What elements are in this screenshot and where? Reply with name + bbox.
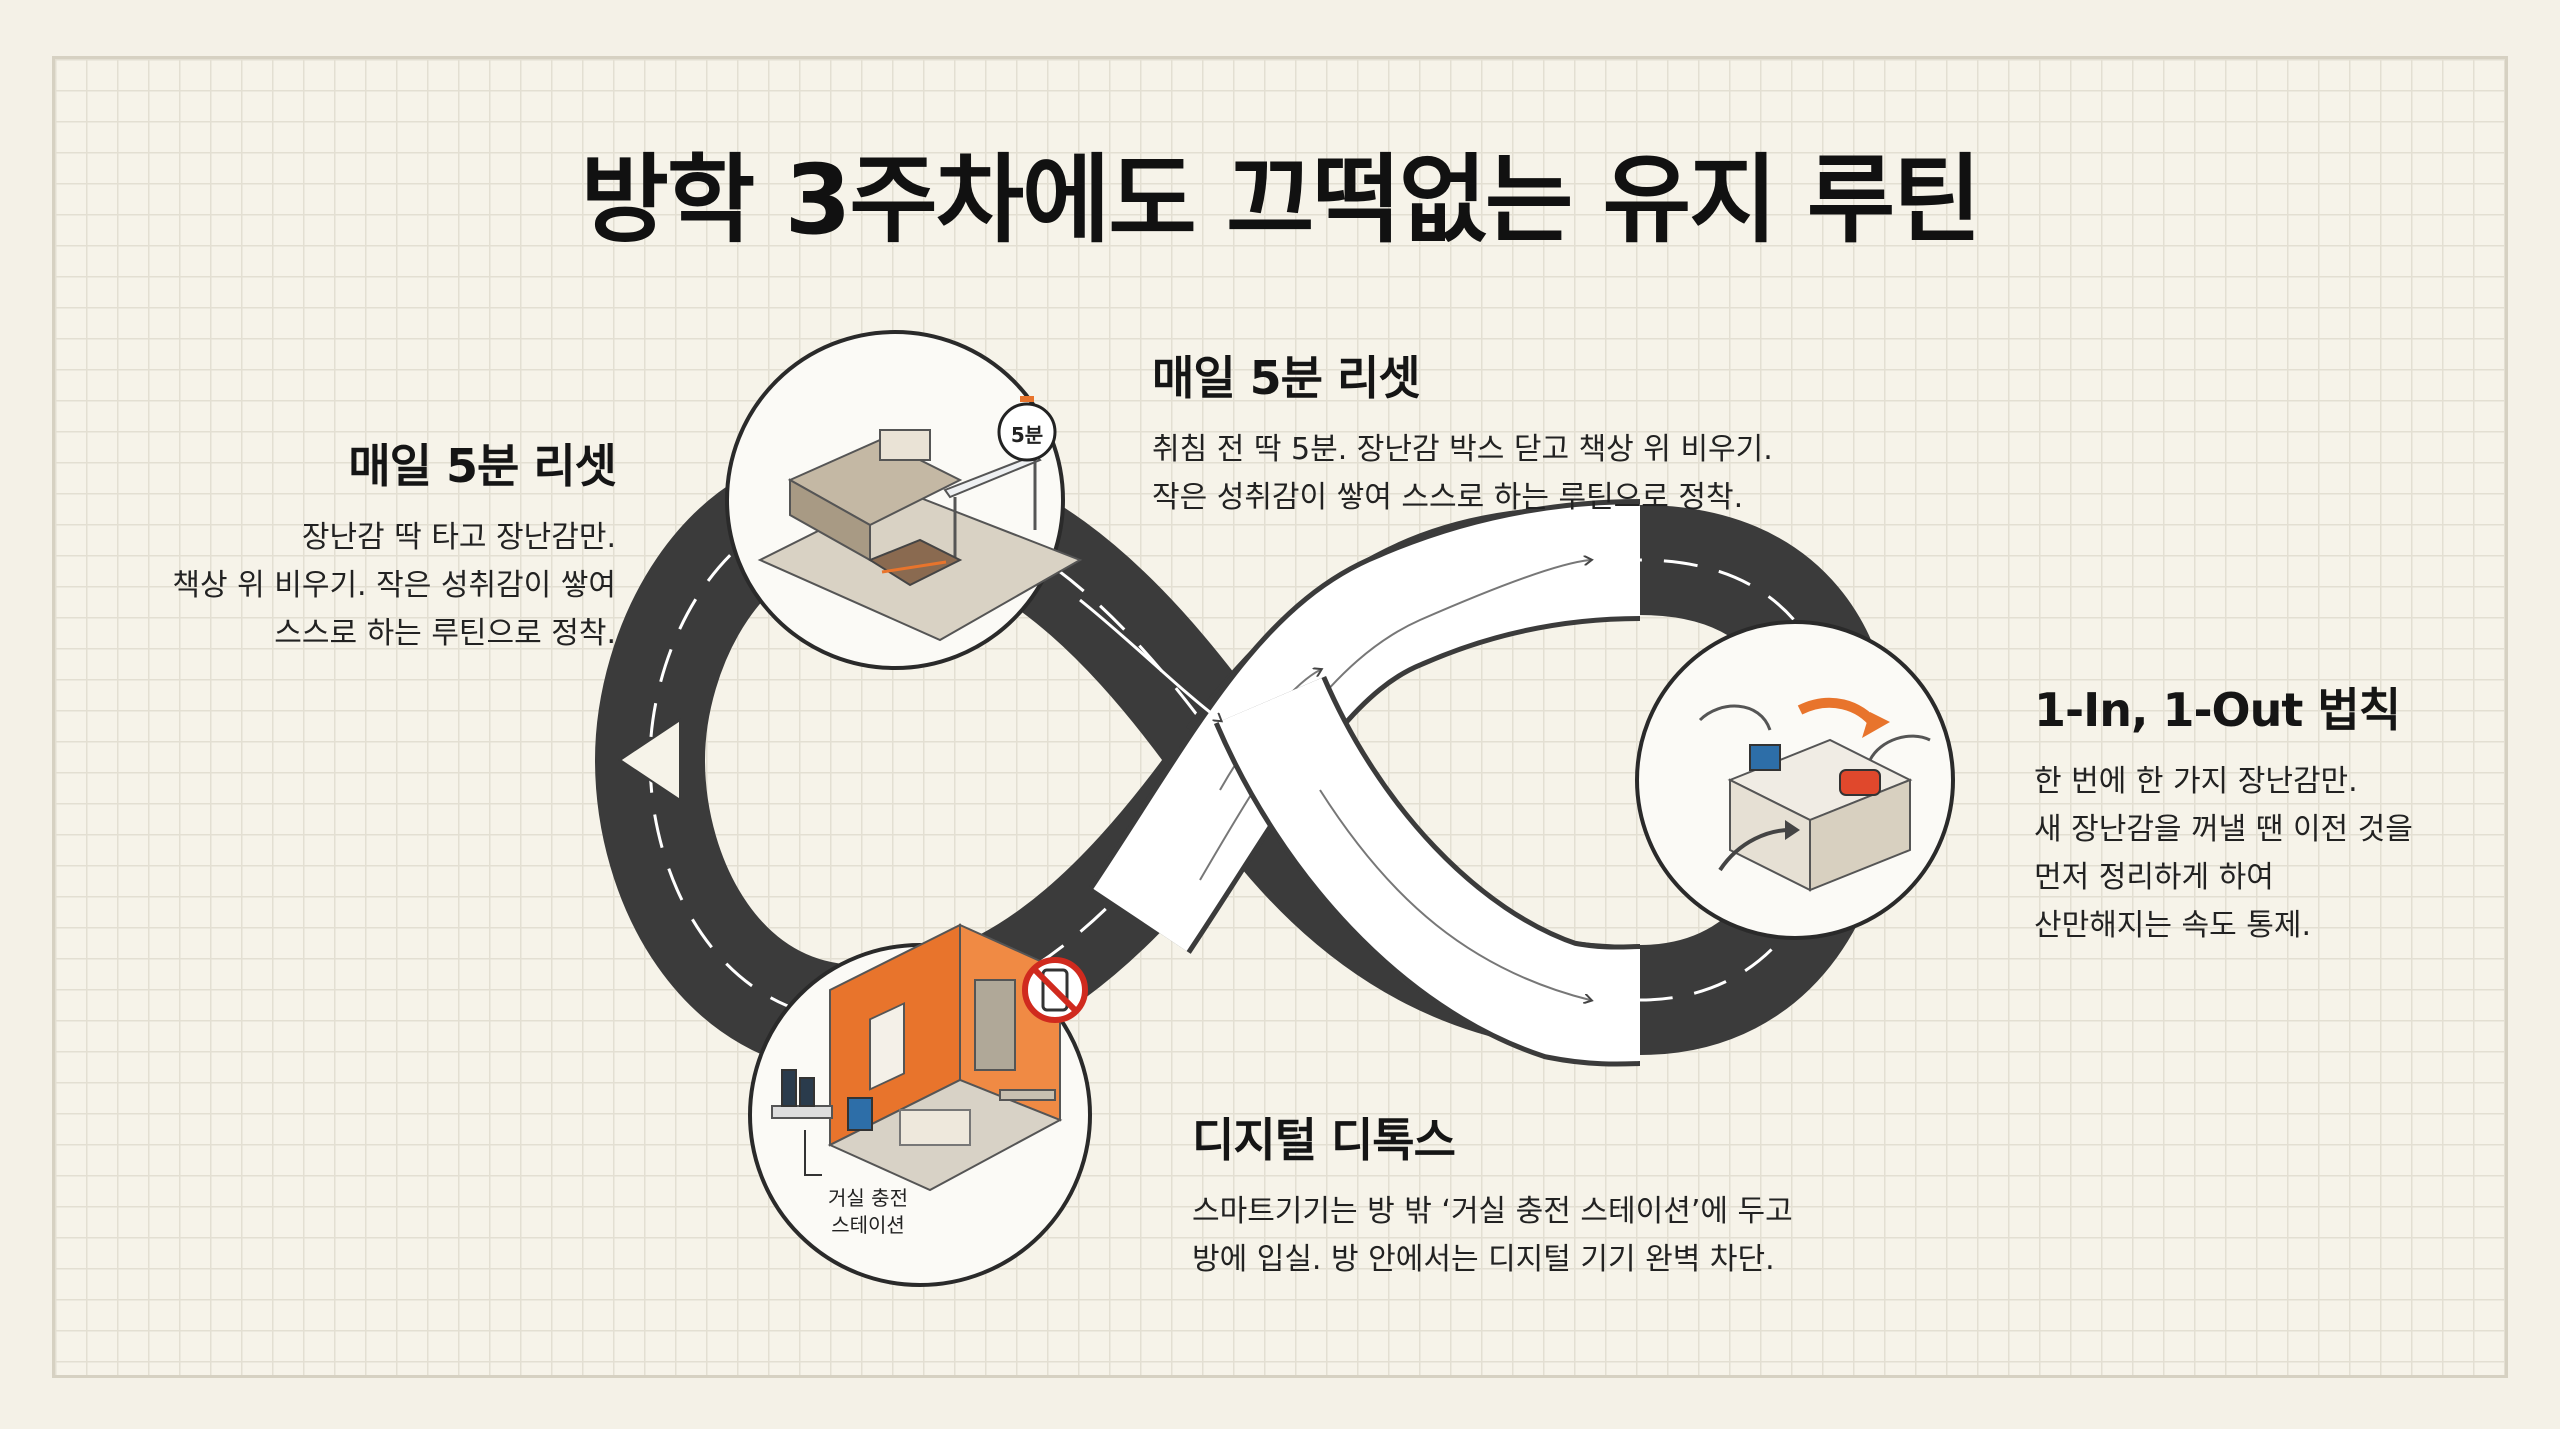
right-line-2: 새 장난감을 꺼낼 땐 이전 것을 xyxy=(2034,812,2413,847)
left-text-block: 매일 5분 리셋 장난감 딱 타고 장난감만. 책상 위 비우기. 작은 성취감… xyxy=(172,430,617,658)
right-text-block: 1-In, 1-Out 법칙 한 번에 한 가지 장난감만. 새 장난감을 꺼낼… xyxy=(2034,674,2413,950)
road-white-ribbon-lower xyxy=(1079,598,1642,1067)
station-label-line1: 거실 충전 xyxy=(828,1186,908,1210)
right-line-1: 한 번에 한 가지 장난감만. xyxy=(2034,764,2358,799)
top-line-1: 취침 전 딱 5분. 장난감 박스 닫고 책상 위 비우기. xyxy=(1152,432,1773,467)
right-line-4: 산만해지는 속도 통제. xyxy=(2034,908,2312,943)
left-heading: 매일 5분 리셋 xyxy=(348,439,617,493)
page-title: 방학 3주차에도 끄떡없는 유지 루틴 xyxy=(580,144,1982,256)
right-heading: 1-In, 1-Out 법칙 xyxy=(2034,683,2401,737)
right-line-3: 먼저 정리하게 하여 xyxy=(2034,860,2274,895)
bedroom-scene: 5분 xyxy=(725,330,1083,670)
toybox-scene xyxy=(1635,620,1955,940)
timer-icon: 5분 xyxy=(997,396,1057,462)
station-label-line2: 스테이션 xyxy=(831,1213,905,1237)
left-line-1: 장난감 딱 타고 장난감만. xyxy=(301,520,616,555)
bottom-line-2: 방에 입실. 방 안에서는 디지털 기기 완벽 차단. xyxy=(1192,1242,1775,1277)
left-line-3: 스스로 하는 루틴으로 정착. xyxy=(274,616,616,651)
swap-arrow-icon xyxy=(1718,697,1890,872)
bottom-text-block: 디지털 디톡스 스마트기기는 방 밖 ‘거실 충전 스테이션’에 두고 방에 입… xyxy=(1192,1104,1793,1284)
top-line-2: 작은 성취감이 쌓여 스스로 하는 루틴으로 정착. xyxy=(1152,480,1744,515)
timer-label: 5분 xyxy=(1011,423,1043,447)
top-text-block: 매일 5분 리셋 취침 전 딱 5분. 장난감 박스 닫고 책상 위 비우기. … xyxy=(1152,342,1773,522)
no-phone-icon xyxy=(1022,957,1088,1023)
charging-station xyxy=(771,1069,873,1176)
detox-room-scene: 거실 충전 스테이션 xyxy=(748,923,1092,1287)
bottom-heading: 디지털 디톡스 xyxy=(1192,1113,1456,1167)
left-line-2: 책상 위 비우기. 작은 성취감이 쌓여 xyxy=(172,568,616,603)
bottom-line-1: 스마트기기는 방 밖 ‘거실 충전 스테이션’에 두고 xyxy=(1192,1194,1793,1229)
top-heading: 매일 5분 리셋 xyxy=(1152,351,1421,405)
